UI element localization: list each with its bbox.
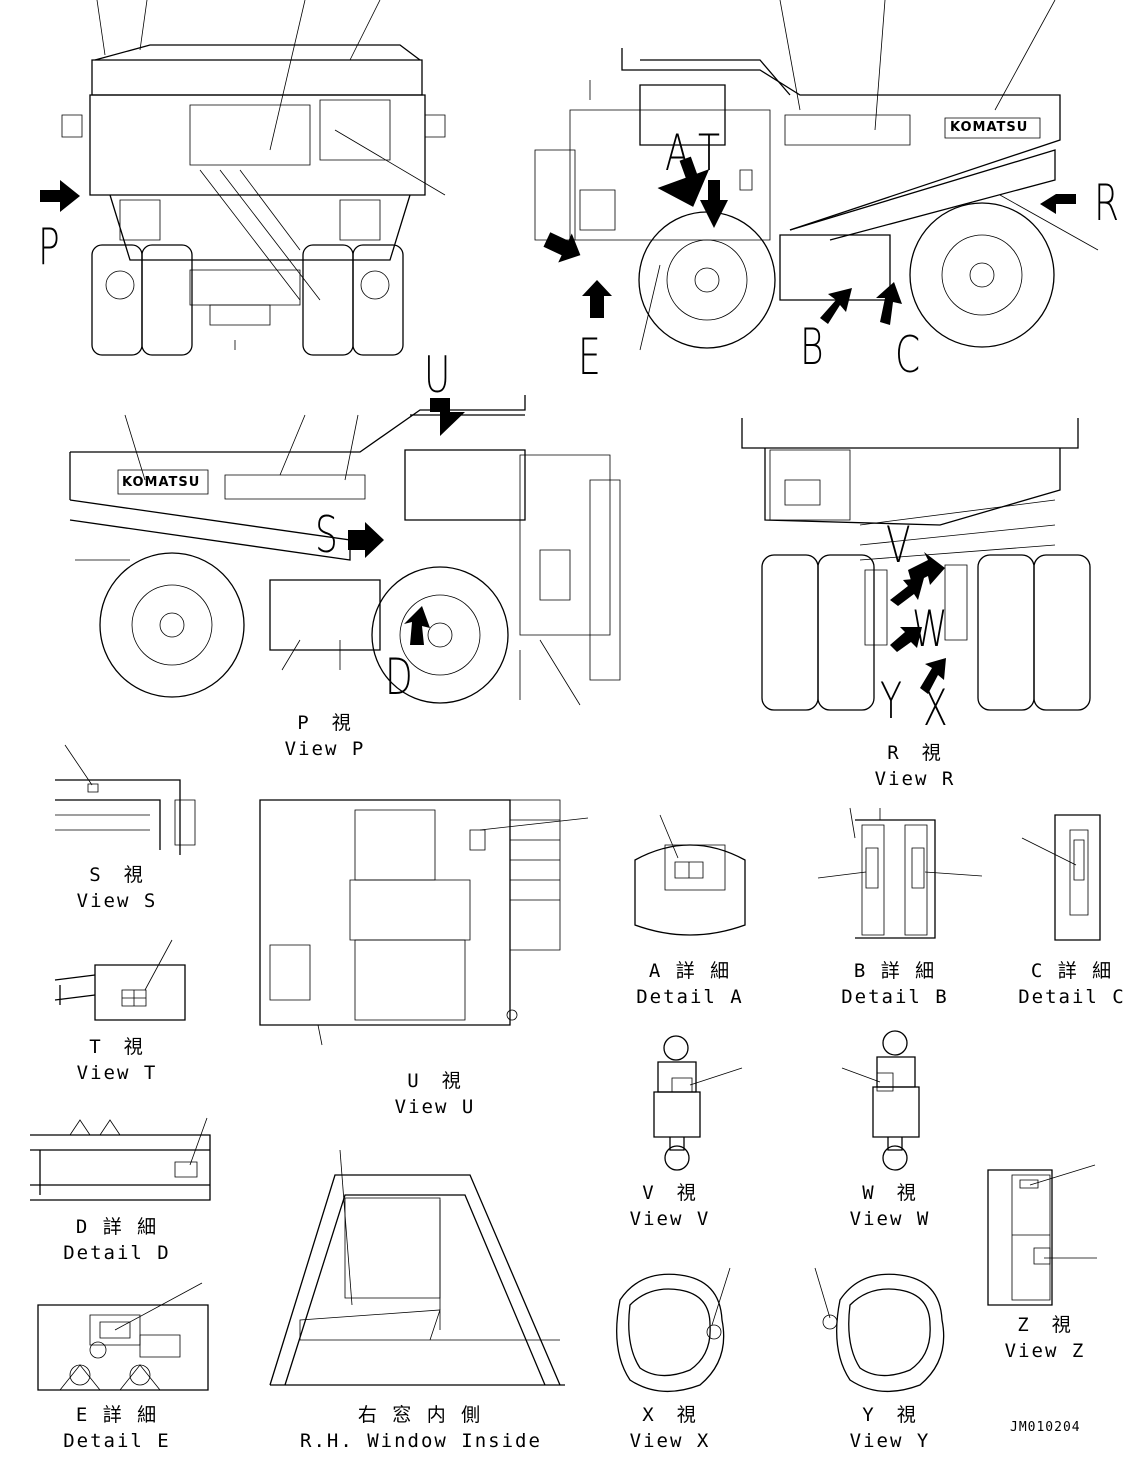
view-letter-x: X <box>923 679 948 737</box>
detail-d-drawing <box>30 1118 210 1200</box>
detail-b-drawing <box>818 808 982 938</box>
view-x-drawing <box>617 1268 730 1391</box>
view-letter-r: R <box>1094 174 1120 232</box>
view-letter-a: A <box>665 124 690 182</box>
view-y-drawing <box>815 1268 944 1391</box>
view-letter-u: U <box>424 346 451 404</box>
view-v-drawing <box>654 1036 742 1170</box>
brand-marking-right-side: KOMATSU <box>122 475 201 490</box>
view-letter-b: B <box>800 318 824 376</box>
front-view-drawing <box>40 0 445 355</box>
brand-marking-top-right: KOMATSU <box>950 120 1029 135</box>
view-u-drawing <box>260 800 588 1045</box>
drawing-number: JM010204 <box>1010 1420 1081 1435</box>
detail-a-drawing <box>635 815 745 935</box>
view-z-drawing <box>988 1165 1097 1305</box>
left-side-view-drawing <box>535 0 1098 350</box>
view-letter-s: S <box>315 506 338 564</box>
view-letter-v: V <box>886 516 911 574</box>
view-letter-y: Y <box>880 672 902 730</box>
view-letter-c: C <box>895 326 921 384</box>
view-letter-t: T <box>698 124 720 182</box>
view-w-drawing <box>842 1031 919 1170</box>
right-side-view-drawing <box>70 395 620 705</box>
detail-e-drawing <box>38 1283 208 1390</box>
view-s-drawing <box>55 745 195 855</box>
view-letter-e: E <box>578 328 601 386</box>
view-letter-w: W <box>912 600 948 658</box>
rh-window-drawing <box>270 1150 565 1385</box>
detail-c-drawing <box>1022 815 1100 940</box>
view-t-drawing <box>55 940 185 1020</box>
view-letter-p: P <box>38 218 60 276</box>
rear-view-drawing <box>742 418 1090 710</box>
view-letter-d: D <box>385 648 413 706</box>
